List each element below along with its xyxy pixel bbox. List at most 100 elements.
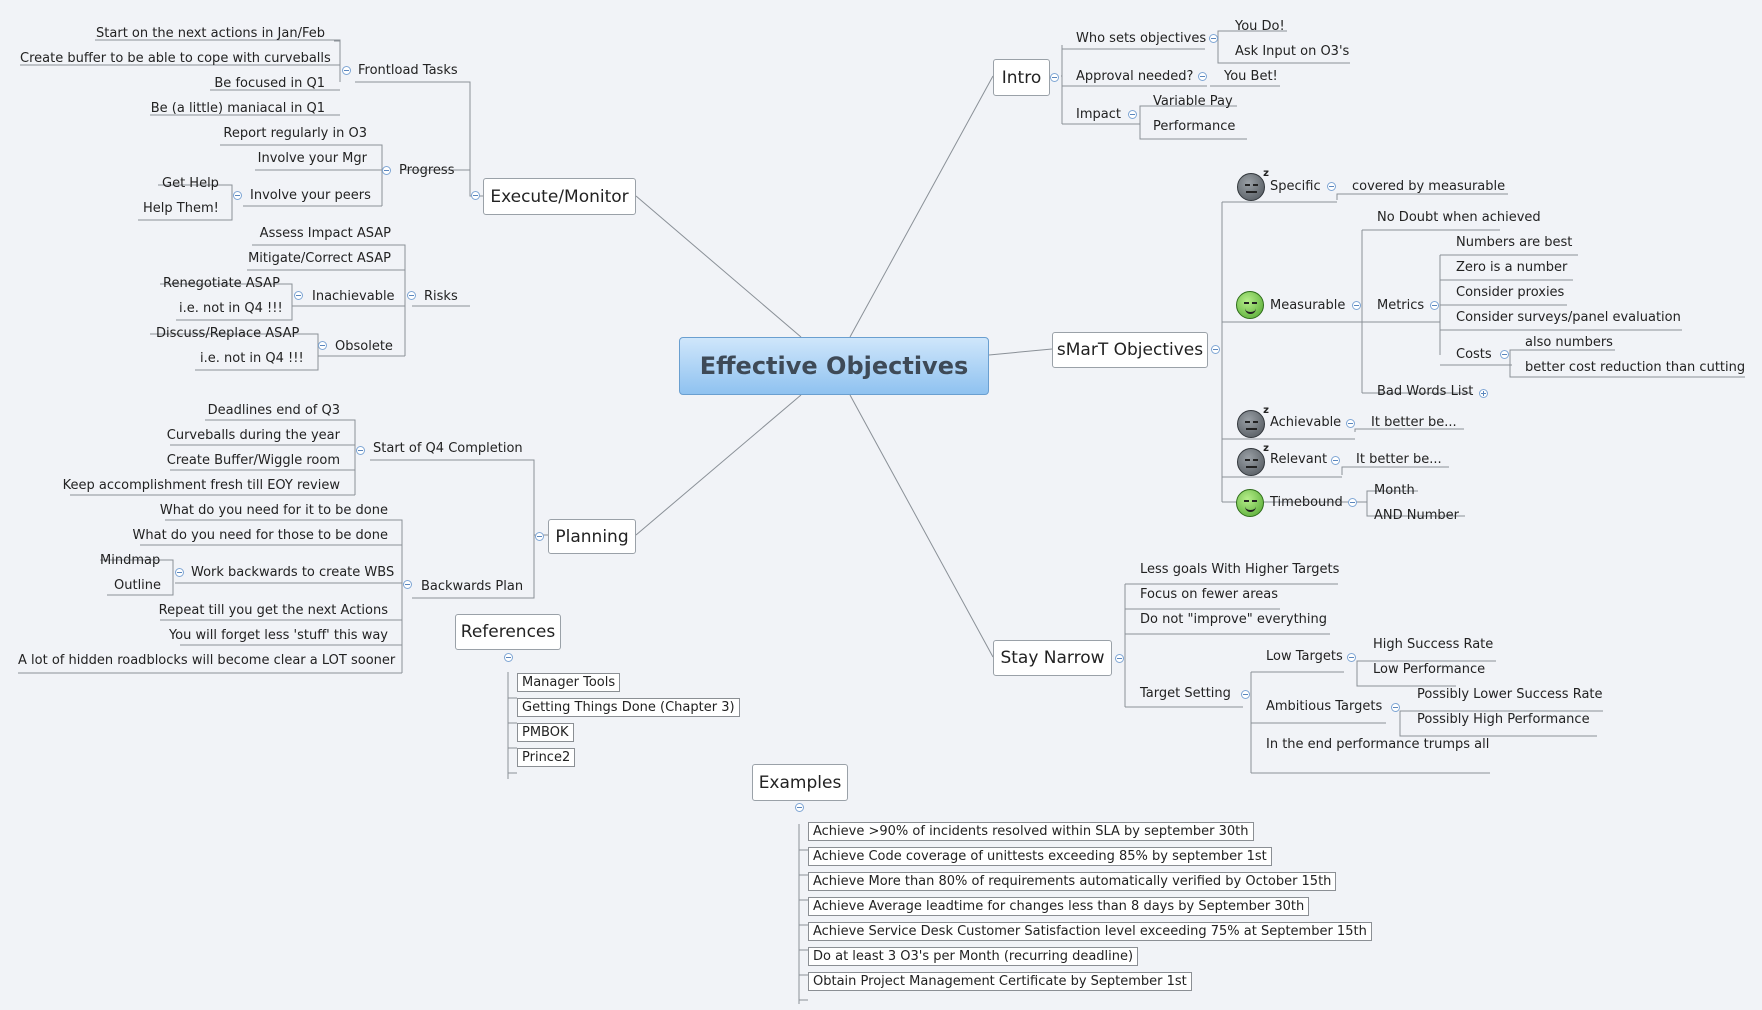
achievable-child[interactable]: It better be... — [1371, 415, 1457, 430]
collapse-toggle[interactable] — [1128, 110, 1137, 119]
wbs-label[interactable]: Work backwards to create WBS — [191, 565, 395, 580]
root-topic[interactable]: Effective Objectives — [679, 337, 989, 395]
costs-item[interactable]: better cost reduction than cutting — [1525, 360, 1746, 375]
collapse-toggle[interactable] — [1391, 703, 1400, 712]
reference-item[interactable]: Prince2 — [517, 748, 576, 767]
approval-label[interactable]: Approval needed? — [1076, 69, 1194, 84]
collapse-toggle[interactable] — [1241, 690, 1250, 699]
collapse-toggle[interactable] — [1327, 182, 1336, 191]
collapse-toggle[interactable] — [795, 803, 804, 812]
who-sets-item[interactable]: Ask Input on O3's — [1235, 44, 1350, 59]
backwards-item[interactable]: Repeat till you get the next Actions — [158, 603, 388, 618]
frontload-tasks-label[interactable]: Frontload Tasks — [358, 63, 458, 78]
target-setting-label[interactable]: Target Setting — [1140, 686, 1231, 701]
backwards-plan-label[interactable]: Backwards Plan — [421, 579, 524, 594]
collapse-toggle[interactable] — [535, 532, 544, 541]
relevant-label[interactable]: Relevant — [1270, 452, 1328, 467]
inachievable-item[interactable]: i.e. not in Q4 !!! — [179, 301, 283, 316]
start-q4-item[interactable]: Create Buffer/Wiggle room — [166, 453, 340, 468]
collapse-toggle[interactable] — [342, 66, 351, 75]
collapse-toggle[interactable] — [1500, 350, 1509, 359]
costs-item[interactable]: also numbers — [1525, 335, 1613, 350]
frontload-item[interactable]: Create buffer to be able to cope with cu… — [20, 51, 331, 66]
low-targets-label[interactable]: Low Targets — [1266, 649, 1343, 664]
timebound-item[interactable]: AND Number — [1374, 508, 1459, 523]
frontload-item[interactable]: Be (a little) maniacal in Q1 — [150, 101, 325, 116]
progress-item[interactable]: Involve your Mgr — [257, 151, 367, 166]
collapse-toggle[interactable] — [1430, 301, 1439, 310]
metrics-item[interactable]: Numbers are best — [1456, 235, 1573, 250]
collapse-toggle[interactable] — [1347, 653, 1356, 662]
collapse-toggle[interactable] — [1115, 654, 1124, 663]
start-q4-item[interactable]: Keep accomplishment fresh till EOY revie… — [62, 478, 340, 493]
example-item[interactable]: Achieve >90% of incidents resolved withi… — [808, 822, 1254, 841]
metrics-item[interactable]: Consider surveys/panel evaluation — [1456, 310, 1681, 325]
narrow-item[interactable]: Do not "improve" everything — [1140, 612, 1328, 627]
impact-item[interactable]: Performance — [1153, 119, 1236, 134]
example-item[interactable]: Achieve Average leadtime for changes les… — [808, 897, 1310, 916]
collapse-toggle[interactable] — [407, 291, 416, 300]
inachievable-item[interactable]: Renegotiate ASAP — [163, 276, 280, 291]
peers-item[interactable]: Help Them! — [143, 201, 219, 216]
approval-answer[interactable]: You Bet! — [1224, 69, 1278, 84]
timebound-item[interactable]: Month — [1374, 483, 1415, 498]
progress-item[interactable]: Report regularly in O3 — [223, 126, 367, 141]
expand-toggle[interactable] — [1479, 389, 1488, 398]
impact-label[interactable]: Impact — [1076, 107, 1121, 122]
backwards-item[interactable]: What do you need for it to be done — [159, 503, 388, 518]
low-targets-item[interactable]: Low Performance — [1373, 662, 1486, 677]
topic-stay-narrow[interactable]: Stay Narrow — [993, 640, 1112, 676]
reference-item[interactable]: PMBOK — [517, 723, 574, 742]
collapse-toggle[interactable] — [471, 191, 480, 200]
collapse-toggle[interactable] — [1209, 34, 1218, 43]
start-q4-label[interactable]: Start of Q4 Completion — [373, 441, 523, 456]
metrics-item[interactable]: Consider proxies — [1456, 285, 1565, 300]
topic-smart-objectives[interactable]: sMarT Objectives — [1052, 332, 1208, 368]
example-item[interactable]: Achieve Code coverage of unittests excee… — [808, 847, 1272, 866]
specific-child[interactable]: covered by measurable — [1352, 179, 1506, 194]
who-sets-item[interactable]: You Do! — [1235, 19, 1285, 34]
bad-words-item[interactable]: Bad Words List — [1377, 384, 1474, 399]
topic-planning[interactable]: Planning — [548, 519, 636, 554]
collapse-toggle[interactable] — [1331, 456, 1340, 465]
reference-item[interactable]: Getting Things Done (Chapter 3) — [517, 698, 740, 717]
performance-trumps-item[interactable]: In the end performance trumps all — [1266, 737, 1490, 752]
who-sets-label[interactable]: Who sets objectives — [1076, 31, 1207, 46]
collapse-toggle[interactable] — [1198, 72, 1207, 81]
collapse-toggle[interactable] — [1348, 498, 1357, 507]
ambitious-targets-item[interactable]: Possibly High Performance — [1417, 712, 1590, 727]
specific-label[interactable]: Specific — [1270, 179, 1321, 194]
low-targets-item[interactable]: High Success Rate — [1373, 637, 1494, 652]
obsolete-item[interactable]: Discuss/Replace ASAP — [156, 326, 300, 341]
collapse-toggle[interactable] — [1211, 345, 1220, 354]
example-item[interactable]: Achieve Service Desk Customer Satisfacti… — [808, 922, 1372, 941]
risks-item[interactable]: Mitigate/Correct ASAP — [248, 251, 391, 266]
collapse-toggle[interactable] — [175, 568, 184, 577]
collapse-toggle[interactable] — [1346, 419, 1355, 428]
collapse-toggle[interactable] — [318, 341, 327, 350]
collapse-toggle[interactable] — [294, 291, 303, 300]
metrics-label[interactable]: Metrics — [1377, 298, 1425, 313]
involve-peers-label[interactable]: Involve your peers — [250, 188, 371, 203]
example-item[interactable]: Achieve More than 80% of requirements au… — [808, 872, 1337, 891]
costs-label[interactable]: Costs — [1456, 347, 1492, 362]
topic-examples[interactable]: Examples — [752, 764, 848, 801]
backwards-item[interactable]: A lot of hidden roadblocks will become c… — [18, 653, 396, 668]
narrow-item[interactable]: Focus on fewer areas — [1140, 587, 1279, 602]
collapse-toggle[interactable] — [1352, 301, 1361, 310]
example-item[interactable]: Obtain Project Management Certificate by… — [808, 972, 1192, 991]
start-q4-item[interactable]: Deadlines end of Q3 — [207, 403, 340, 418]
example-item[interactable]: Do at least 3 O3's per Month (recurring … — [808, 947, 1139, 966]
measurable-label[interactable]: Measurable — [1270, 298, 1346, 313]
relevant-child[interactable]: It better be... — [1356, 452, 1442, 467]
narrow-item[interactable]: Less goals With Higher Targets — [1140, 562, 1340, 577]
frontload-item[interactable]: Be focused in Q1 — [214, 76, 325, 91]
achievable-label[interactable]: Achievable — [1270, 415, 1342, 430]
progress-label[interactable]: Progress — [399, 163, 455, 178]
obsolete-label[interactable]: Obsolete — [335, 339, 393, 354]
peers-item[interactable]: Get Help — [162, 176, 219, 191]
reference-item[interactable]: Manager Tools — [517, 673, 621, 692]
collapse-toggle[interactable] — [356, 446, 365, 455]
backwards-item[interactable]: What do you need for those to be done — [132, 528, 388, 543]
collapse-toggle[interactable] — [382, 166, 391, 175]
